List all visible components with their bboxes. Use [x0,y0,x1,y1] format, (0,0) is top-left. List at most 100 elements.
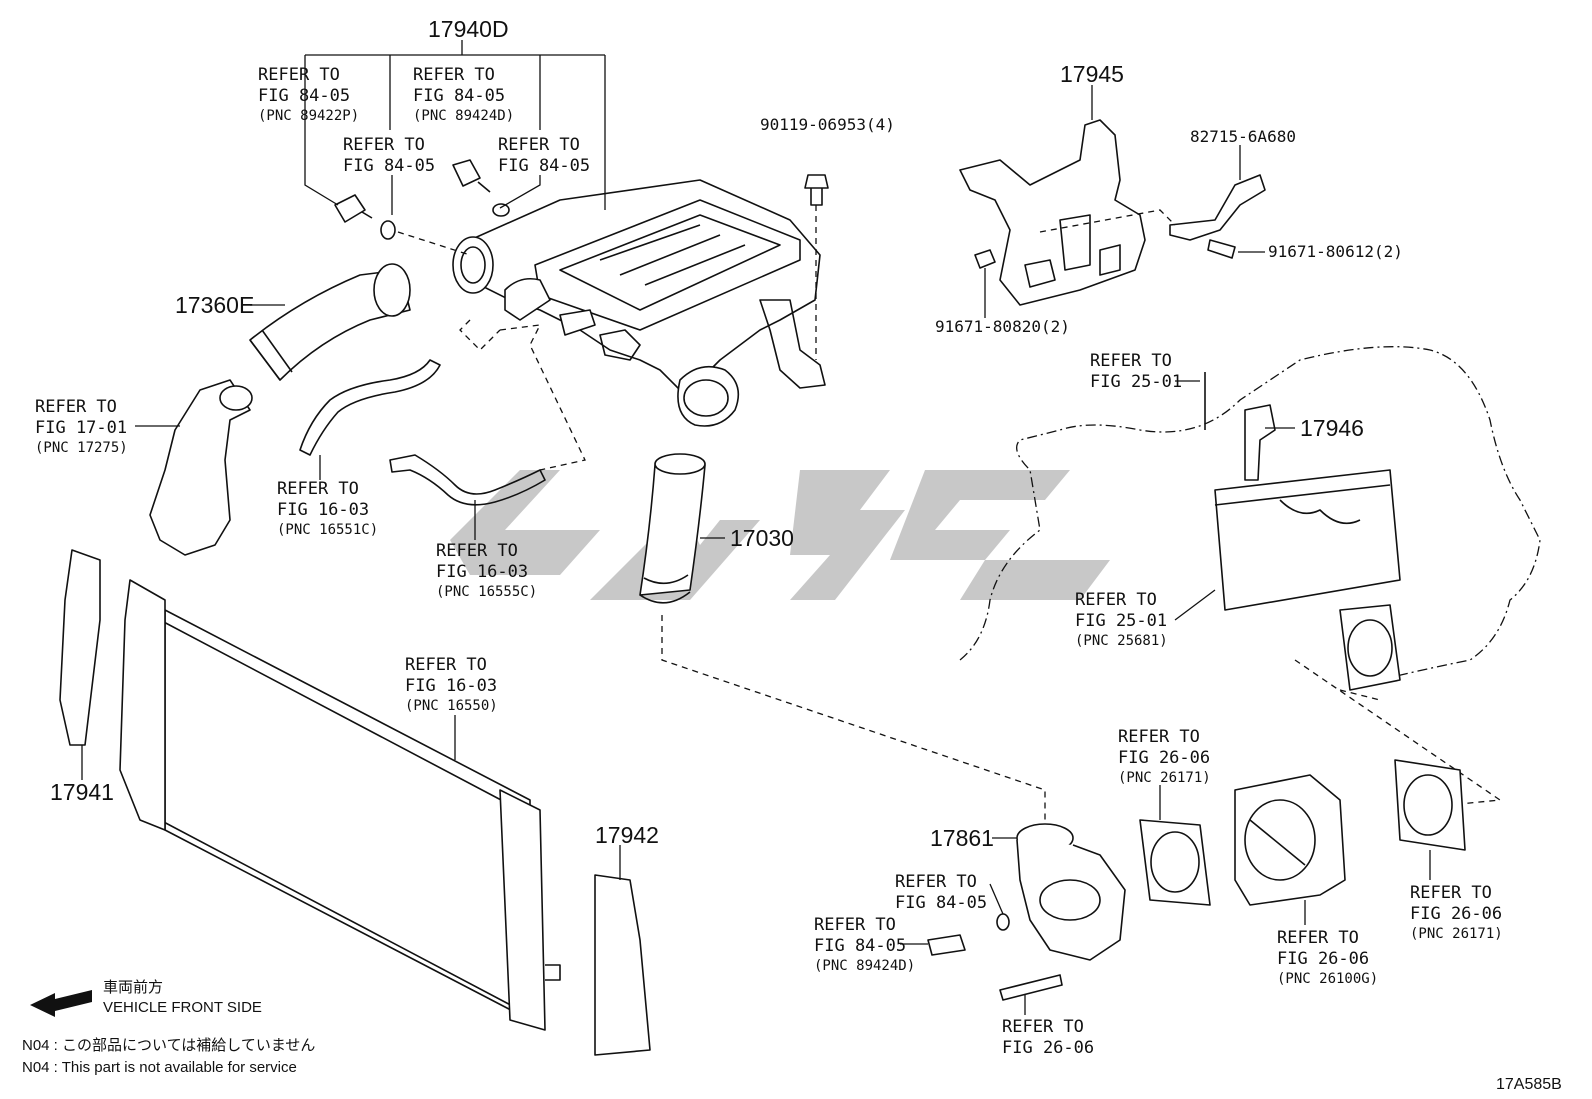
svg-text:(PNC 26171): (PNC 26171) [1410,926,1503,942]
label-17945: 17945 [1060,61,1124,87]
ref-89422p: REFER TO FIG 84-05 (PNC 89422P) [258,65,359,124]
front-side-jp: 車両前方 [103,979,163,996]
bolt-91671-80820 [974,249,996,269]
label-91671-80820: 91671-80820(2) [935,317,1070,336]
svg-text:REFER TO: REFER TO [1075,590,1157,610]
svg-text:FIG 26-06: FIG 26-06 [1002,1038,1094,1058]
svg-text:FIG 16-03: FIG 16-03 [405,676,497,696]
hose-17030 [639,453,706,604]
svg-text:FIG 25-01: FIG 25-01 [1075,611,1167,631]
svg-text:REFER TO: REFER TO [413,65,495,85]
svg-text:(PNC 16550): (PNC 16550) [405,698,498,714]
vehicle-front-arrow [30,990,92,1017]
svg-text:REFER TO: REFER TO [405,655,487,675]
bolt-long [999,974,1063,1015]
label-17941: 17941 [50,779,114,805]
ref-26100g: REFER TO FIG 26-06 (PNC 26100G) [1277,928,1378,987]
ref-17275: REFER TO FIG 17-01 (PNC 17275) [35,397,128,456]
diagram-code: 17A585B [1496,1076,1562,1093]
svg-text:REFER TO: REFER TO [814,915,896,935]
sensor-89424d-top [452,159,491,193]
gasket-26171-left [1139,819,1211,906]
hose-16551c [299,359,441,456]
note-en: N04 : This part is not available for ser… [22,1059,297,1076]
svg-text:REFER TO: REFER TO [1118,727,1200,747]
svg-text:FIG 84-05: FIG 84-05 [413,86,505,106]
label-82715: 82715-6A680 [1190,127,1296,146]
ref-25-01-bolt: REFER TO FIG 25-01 [1090,351,1200,392]
svg-text:(PNC 89424D): (PNC 89424D) [413,108,514,124]
egr-valve [1204,372,1401,611]
ref-25681: REFER TO FIG 25-01 (PNC 25681) [1075,590,1168,649]
svg-text:REFER TO: REFER TO [498,135,580,155]
ref-16551c: REFER TO FIG 16-03 (PNC 16551C) [277,479,378,538]
o-ring-left [380,220,396,240]
bracket-82715 [1169,174,1266,241]
svg-text:FIG 16-03: FIG 16-03 [277,500,369,520]
ref-26-06-bolt: REFER TO FIG 26-06 [1002,1017,1094,1058]
throttle-body [1234,774,1346,906]
callout-17940D-lines [304,40,606,215]
label-17030: 17030 [730,525,794,551]
svg-text:REFER TO: REFER TO [35,397,117,417]
label-17942: 17942 [595,822,659,848]
svg-text:(PNC 89424D): (PNC 89424D) [814,958,915,974]
svg-text:FIG 84-05: FIG 84-05 [343,156,435,176]
svg-text:FIG 84-05: FIG 84-05 [895,893,987,913]
bolt-91671-80612 [1207,239,1236,259]
svg-text:REFER TO: REFER TO [343,135,425,155]
svg-text:REFER TO: REFER TO [1277,928,1359,948]
hose-17360e [249,263,411,381]
svg-text:REFER TO: REFER TO [258,65,340,85]
hose-16555c [389,454,546,506]
bracket-17945 [959,119,1146,306]
svg-text:FIG 26-06: FIG 26-06 [1277,949,1369,969]
svg-text:(PNC 17275): (PNC 17275) [35,440,128,456]
svg-text:REFER TO: REFER TO [277,479,359,499]
throttle-connector-17861 [1016,823,1126,961]
gasket-26171-right [1394,759,1466,851]
sensor-89424d-lower [927,934,966,956]
o-ring-17861 [996,913,1010,931]
svg-text:FIG 84-05: FIG 84-05 [814,936,906,956]
svg-text:REFER TO: REFER TO [895,872,977,892]
label-17861: 17861 [930,825,994,851]
svg-text:REFER TO: REFER TO [436,541,518,561]
label-91671-80612: 91671-80612(2) [1268,242,1403,261]
ref-26171-right: REFER TO FIG 26-06 (PNC 26171) [1410,883,1503,942]
svg-text:FIG 16-03: FIG 16-03 [436,562,528,582]
label-17946: 17946 [1300,415,1364,441]
label-17360E: 17360E [175,292,254,318]
label-17940D: 17940D [428,16,509,42]
ref-o-ring-right: REFER TO FIG 84-05 [498,135,590,176]
sensor-89422p [334,194,373,223]
svg-text:(PNC 89422P): (PNC 89422P) [258,108,359,124]
svg-text:REFER TO: REFER TO [1002,1017,1084,1037]
svg-text:(PNC 26171): (PNC 26171) [1118,770,1211,786]
ref-16555c: REFER TO FIG 16-03 (PNC 16555C) [436,541,537,600]
egr-gasket [1339,604,1401,691]
svg-text:FIG 84-05: FIG 84-05 [258,86,350,106]
svg-text:REFER TO: REFER TO [1410,883,1492,903]
svg-text:FIG 26-06: FIG 26-06 [1410,904,1502,924]
svg-text:FIG 26-06: FIG 26-06 [1118,748,1210,768]
label-90119: 90119-06953(4) [760,115,895,134]
o-ring-right [492,203,510,217]
svg-text:(PNC 26100G): (PNC 26100G) [1277,971,1378,987]
ref-o-ring-17861: REFER TO FIG 84-05 [895,872,987,913]
svg-text:FIG 84-05: FIG 84-05 [498,156,590,176]
intercooler-assembly [452,179,826,427]
ref-89424d-lower: REFER TO FIG 84-05 (PNC 89424D) [814,915,915,974]
bracket-17942 [594,874,651,1056]
radiator [119,579,561,1031]
svg-text:(PNC 16551C): (PNC 16551C) [277,522,378,538]
ref-89424d-top: REFER TO FIG 84-05 (PNC 89424D) [413,65,514,124]
svg-text:(PNC 25681): (PNC 25681) [1075,633,1168,649]
bolt-90119 [804,174,829,360]
svg-text:FIG 25-01: FIG 25-01 [1090,372,1182,392]
svg-text:FIG 17-01: FIG 17-01 [35,418,127,438]
svg-text:REFER TO: REFER TO [1090,351,1172,371]
ref-o-ring-left: REFER TO FIG 84-05 [343,135,435,176]
ref-26171-left: REFER TO FIG 26-06 (PNC 26171) [1118,727,1211,786]
